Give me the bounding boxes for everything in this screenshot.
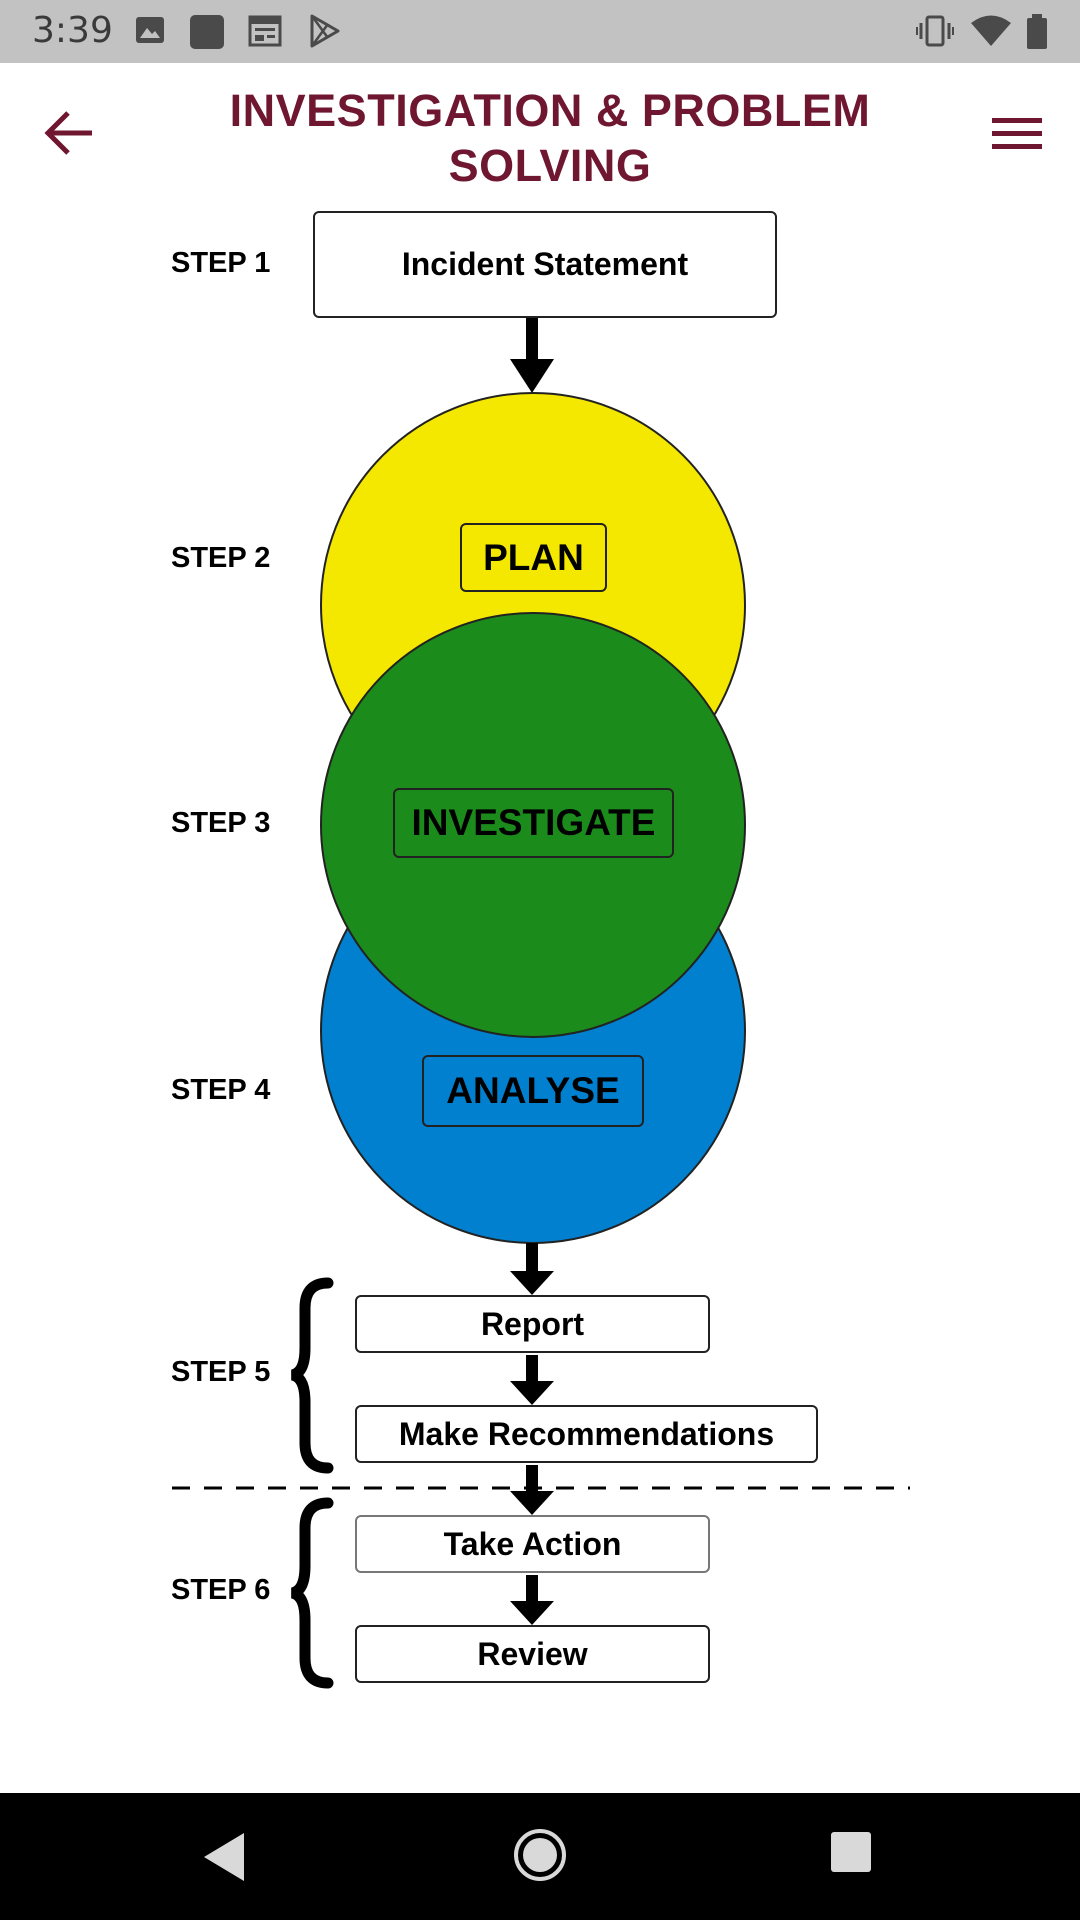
incident-statement-box: Incident Statement: [313, 211, 777, 318]
nav-home-icon[interactable]: [512, 1827, 568, 1883]
page-title: INVESTIGATION & PROBLEM SOLVING: [229, 85, 871, 191]
arrow-down-icon: [510, 1243, 554, 1295]
battery-icon: [1027, 14, 1047, 49]
arrow-down-icon: [510, 1355, 554, 1405]
process-diagram: STEP 1 STEP 2 STEP 3 STEP 4 STEP 5 STEP …: [0, 193, 1080, 1793]
arrow-down-icon: [510, 317, 554, 393]
wifi-icon: [971, 15, 1011, 46]
plan-label: PLAN: [460, 523, 607, 592]
step-6-label: STEP 6: [171, 1574, 271, 1606]
step-4-label: STEP 4: [171, 1074, 271, 1106]
calendar-icon: [248, 15, 282, 47]
step-1-label: STEP 1: [171, 247, 271, 279]
arrow-left-icon[interactable]: [40, 103, 100, 163]
nav-back-icon[interactable]: [200, 1829, 250, 1885]
nav-recents-icon[interactable]: [830, 1831, 872, 1873]
step-2-label: STEP 2: [171, 542, 271, 574]
take-action-box: Take Action: [355, 1515, 710, 1573]
status-bar: 3:39: [0, 0, 1080, 63]
hamburger-menu-icon[interactable]: [982, 103, 1052, 163]
step-3-label: STEP 3: [171, 807, 271, 839]
step-6-brace: [290, 1497, 334, 1689]
vibrate-icon: [916, 15, 954, 47]
step-5-brace: [290, 1277, 334, 1474]
review-box: Review: [355, 1625, 710, 1683]
make-recommendations-box: Make Recommendations: [355, 1405, 818, 1463]
report-box: Report: [355, 1295, 710, 1353]
app-bar: INVESTIGATION & PROBLEM SOLVING: [0, 63, 1080, 193]
step-5-label: STEP 5: [171, 1356, 271, 1388]
play-store-icon: [310, 14, 340, 48]
image-icon: [136, 17, 164, 43]
app-square-icon: [190, 15, 224, 49]
status-time: 3:39: [32, 10, 113, 51]
arrow-down-icon: [510, 1465, 554, 1515]
analyse-label: ANALYSE: [422, 1055, 644, 1127]
arrow-down-icon: [510, 1575, 554, 1625]
investigate-label: INVESTIGATE: [393, 788, 674, 858]
navigation-bar: [0, 1793, 1080, 1920]
